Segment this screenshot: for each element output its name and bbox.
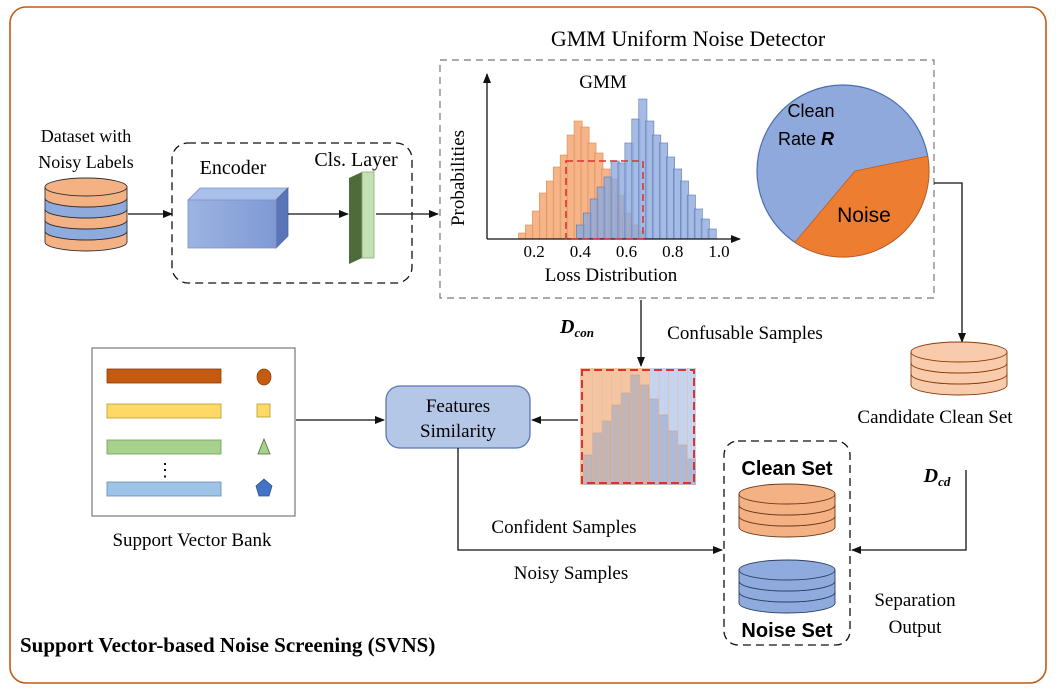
gmm-label: GMM: [579, 72, 627, 93]
zoom-bar: [620, 392, 631, 485]
dataset-label: Dataset with Noisy Labels: [38, 126, 133, 172]
encoder-box-icon: [187, 187, 289, 249]
encoder-block: [171, 142, 413, 284]
clean-rate-pie: [756, 84, 930, 258]
dataset-stack-icon: [44, 177, 128, 252]
d-con-label: Dcon: [559, 316, 594, 340]
arrow-to-candidate-set: [934, 182, 966, 343]
x-tick-label: 0.4: [570, 242, 592, 261]
loss-histogram: [518, 98, 717, 240]
svg-text:Noisy Labels: Noisy Labels: [38, 152, 133, 172]
zoom-bar: [611, 404, 621, 485]
zoom-bar: [601, 420, 612, 485]
hist-x-ticks: 0.2 0.4 0.6 0.8 1.0: [523, 242, 729, 261]
zoom-bar: [668, 430, 678, 485]
zoom-bar: [658, 414, 669, 485]
confusable-zoom-frame: [581, 369, 695, 484]
triangle-class-icon: [257, 437, 271, 455]
pie-noise-label: Noise: [837, 204, 891, 227]
separation-output-block: [723, 440, 851, 646]
noise-set-label: Noise Set: [741, 620, 832, 642]
svg-text:Dataset with: Dataset with: [41, 126, 131, 146]
detector-title: GMM Uniform Noise Detector: [551, 26, 826, 51]
zoom-bar: [582, 454, 593, 485]
pentagon-class-icon: [255, 478, 273, 497]
zoom-bar: [687, 458, 696, 485]
hist-bar-blue: [707, 228, 717, 240]
pie-noise-slice: [794, 155, 930, 258]
noise-disk-top: [738, 559, 836, 581]
zoom-bar: [639, 384, 650, 485]
bank-vector-3: [106, 439, 222, 455]
x-axis-label: Loss Distribution: [545, 265, 678, 286]
bank-vector-2: [106, 403, 222, 419]
bank-vector-4: [106, 481, 222, 497]
x-tick-label: 0.2: [523, 242, 544, 261]
cls-layer-label: Cls. Layer: [314, 149, 398, 171]
zoom-bar: [592, 432, 602, 485]
encoder-label: Encoder: [200, 157, 267, 179]
square-class-icon: [256, 403, 271, 418]
zoom-bar: [649, 398, 659, 485]
pie-clean-label: Clean: [787, 101, 834, 121]
x-tick-label: 1.0: [708, 242, 729, 261]
clean-set-label: Clean Set: [741, 458, 832, 480]
noisy-samples-label: Noisy Samples: [514, 563, 629, 584]
support-vector-bank-label: Support Vector Bank: [112, 530, 272, 551]
circle-class-icon: [256, 368, 272, 386]
pie-clean-rate-label: Rate R: [778, 129, 834, 149]
bank-ellipsis: ⋮: [156, 460, 174, 480]
d-cd-label: Dcd: [923, 465, 951, 489]
noise-set-icon: [738, 559, 836, 614]
confident-samples-label: Confident Samples: [491, 517, 636, 538]
x-tick-label: 0.8: [662, 242, 683, 261]
features-similarity-label-1: Features: [426, 396, 490, 417]
separation-output-label-2: Output: [889, 617, 943, 638]
confusable-zoom-histogram: [580, 368, 696, 485]
clean-disk-top: [738, 483, 836, 505]
candidate-disk-top: [910, 341, 1008, 363]
arrow-dcd-to-output: [851, 470, 967, 554]
y-axis-label: Probabilities: [448, 130, 469, 226]
zoom-bar: [630, 374, 640, 485]
detector-frame: [439, 59, 935, 299]
bank-vector-1: [106, 368, 222, 384]
outer-frame: [9, 6, 1047, 684]
candidate-clean-set-icon: [910, 341, 1008, 396]
x-tick-label: 0.6: [616, 242, 637, 261]
arrow-similarity-to-output: [457, 448, 723, 554]
dataset-disk-top: [44, 177, 128, 197]
features-similarity-label-2: Similarity: [420, 421, 497, 442]
candidate-clean-set-label: Candidate Clean Set: [857, 407, 1013, 428]
footer-title: Support Vector-based Noise Screening (SV…: [20, 633, 435, 657]
zoom-bar: [677, 444, 688, 485]
clean-set-icon: [738, 483, 836, 538]
confusable-region-marker: [565, 160, 644, 240]
cls-layer-icon: [349, 171, 375, 264]
confusable-samples-label: Confusable Samples: [667, 323, 823, 344]
separation-output-label-1: Separation: [874, 590, 956, 611]
